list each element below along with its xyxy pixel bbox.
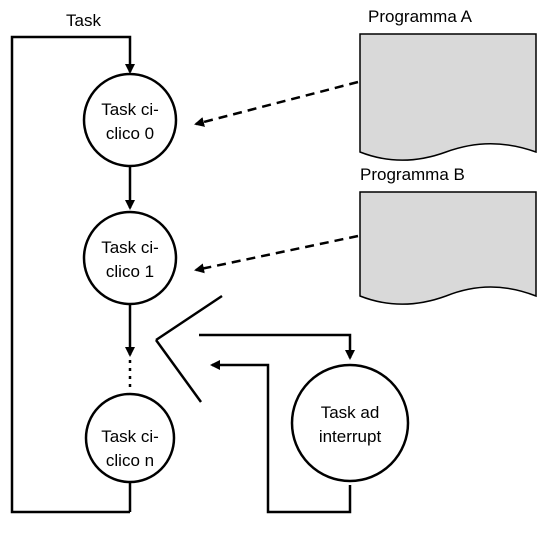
task-label: Task [66,11,101,30]
main-loop-line [10,35,135,514]
task-cyclic-n-circle [84,392,176,484]
program-b-link [194,234,359,274]
program-a-document [359,33,537,161]
task-interrupt-circle [290,363,410,483]
task-cyclic-1-line1: Task ci- [101,238,159,257]
task-interrupt-line1: Task ad [321,403,380,422]
interrupt-path-return [210,360,352,514]
interrupt-switch-lever-lower [154,339,203,403]
program-a-link [194,80,359,127]
task-cyclic-0: Task ci- clico 0 [82,72,178,168]
task-interrupt-line2: interrupt [319,427,382,446]
task-cyclic-0-line2: clico 0 [106,124,154,143]
program-a-label: Programma A [368,7,473,26]
task-cyclic-n: Task ci- clico n [84,392,176,484]
task-cyclic-0-circle [82,72,178,168]
task-cyclic-0-line1: Task ci- [101,100,159,119]
task-cyclic-1-circle [82,210,178,306]
program-b-document [359,191,537,305]
program-b-label: Programma B [360,165,465,184]
task-cyclic-n-line1: Task ci- [101,427,159,446]
task-cyclic-1: Task ci- clico 1 [82,210,178,306]
interrupt-switch-lever [155,294,223,342]
task-cyclic-n-line2: clico n [106,451,154,470]
task-cyclic-1-line2: clico 1 [106,262,154,281]
task-interrupt: Task ad interrupt [290,363,410,483]
interrupt-path-out [199,333,355,360]
